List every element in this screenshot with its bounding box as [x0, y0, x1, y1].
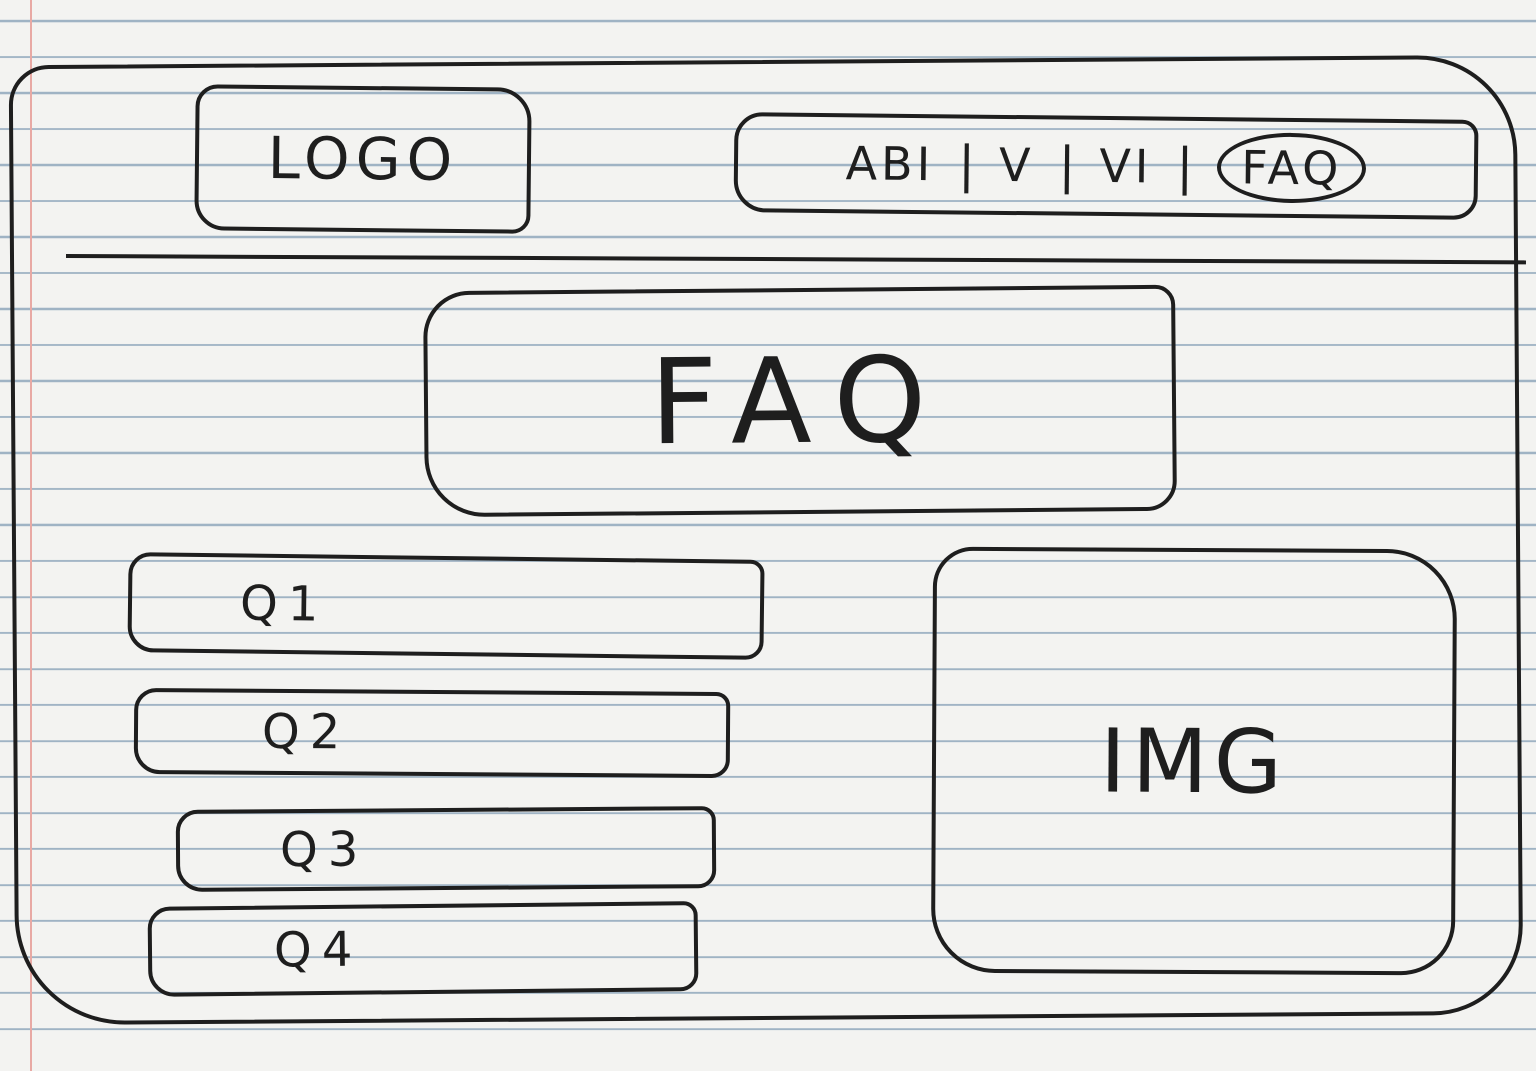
logo-placeholder[interactable]: LOGO	[194, 84, 532, 234]
faq-question-item[interactable]: Q1	[127, 552, 765, 660]
faq-question-item[interactable]: Q4	[147, 901, 699, 997]
faq-question-label: Q3	[279, 821, 369, 879]
nav-item-abi[interactable]: ABI	[845, 136, 935, 192]
image-placeholder: IMG	[930, 546, 1458, 976]
nav-separator: |	[1176, 137, 1194, 196]
nav-item-v[interactable]: V	[998, 137, 1035, 193]
logo-label: LOGO	[267, 124, 459, 194]
navigation-bar: ABI | V | VI | FAQ	[733, 112, 1479, 220]
faq-question-label: Q2	[261, 703, 351, 761]
faq-question-label: Q4	[273, 921, 363, 979]
faq-question-item[interactable]: Q2	[133, 687, 731, 779]
page-title: FAQ	[649, 330, 951, 472]
nav-item-vi[interactable]: VI	[1099, 138, 1153, 194]
nav-item-faq[interactable]: FAQ	[1216, 132, 1367, 204]
nav-separator: |	[957, 135, 976, 194]
page-title-banner: FAQ	[423, 284, 1177, 518]
image-placeholder-label: IMG	[1099, 709, 1289, 813]
paper-margin-line	[30, 0, 32, 1071]
nav-separator: |	[1058, 136, 1076, 195]
faq-question-item[interactable]: Q3	[175, 806, 717, 892]
faq-question-label: Q1	[239, 575, 329, 633]
